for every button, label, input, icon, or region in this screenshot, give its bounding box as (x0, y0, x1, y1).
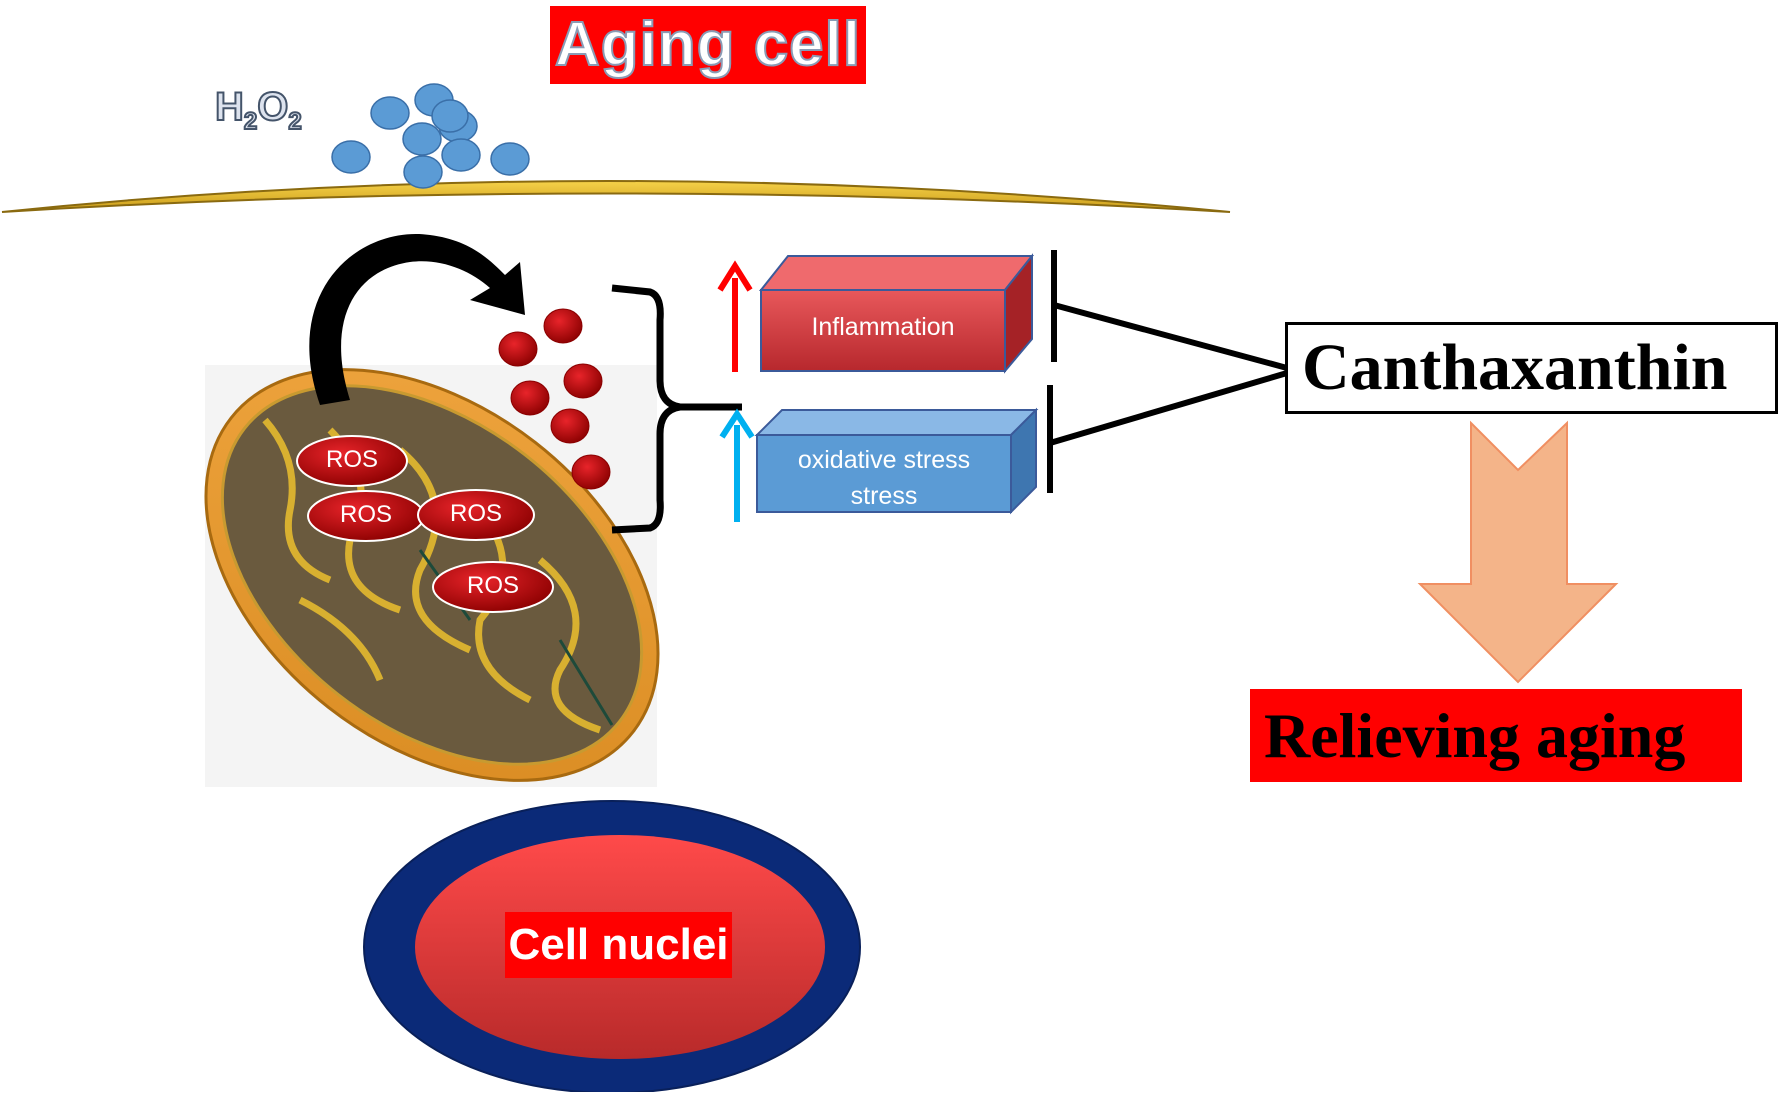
h2o2-h: H (214, 84, 245, 130)
ros-label: ROS (325, 446, 378, 473)
inhibition-symbols (1047, 250, 1288, 493)
oxidative-line-2: stress (850, 482, 918, 510)
ros-release-arrow (309, 233, 525, 405)
oxidative-box (754, 407, 1039, 515)
ros-label: ROS (449, 500, 502, 527)
ros-label: ROS (339, 501, 392, 528)
inflammation-box (758, 253, 1035, 374)
canthaxanthin-box: Canthaxanthin (1285, 322, 1778, 414)
oxidative-line-1: oxidative stress (797, 446, 971, 474)
ros-ellipses (296, 435, 554, 613)
h2o2-label: H2O2 (214, 84, 303, 136)
down-arrow (1417, 420, 1619, 684)
h2o2-particles (331, 83, 530, 189)
oxidative-stress-label: oxidative stress stress (757, 442, 1011, 514)
h2o2-sub1: 2 (243, 107, 258, 136)
increase-arrow-red (717, 260, 753, 372)
ros-bracket (611, 284, 742, 534)
h2o2-sub2: 2 (287, 107, 302, 136)
increase-arrow-blue (719, 408, 755, 522)
cell-membrane (1, 180, 1231, 213)
cell-nuclei-label: Cell nuclei (505, 912, 732, 978)
relieving-aging-box: Relieving aging (1250, 689, 1742, 782)
ros-label: ROS (466, 572, 519, 599)
h2o2-o: O (256, 84, 289, 130)
aging-cell-title: Aging cell (550, 6, 866, 84)
inflammation-label: Inflammation (811, 313, 955, 341)
released-ros-particles (498, 308, 611, 490)
